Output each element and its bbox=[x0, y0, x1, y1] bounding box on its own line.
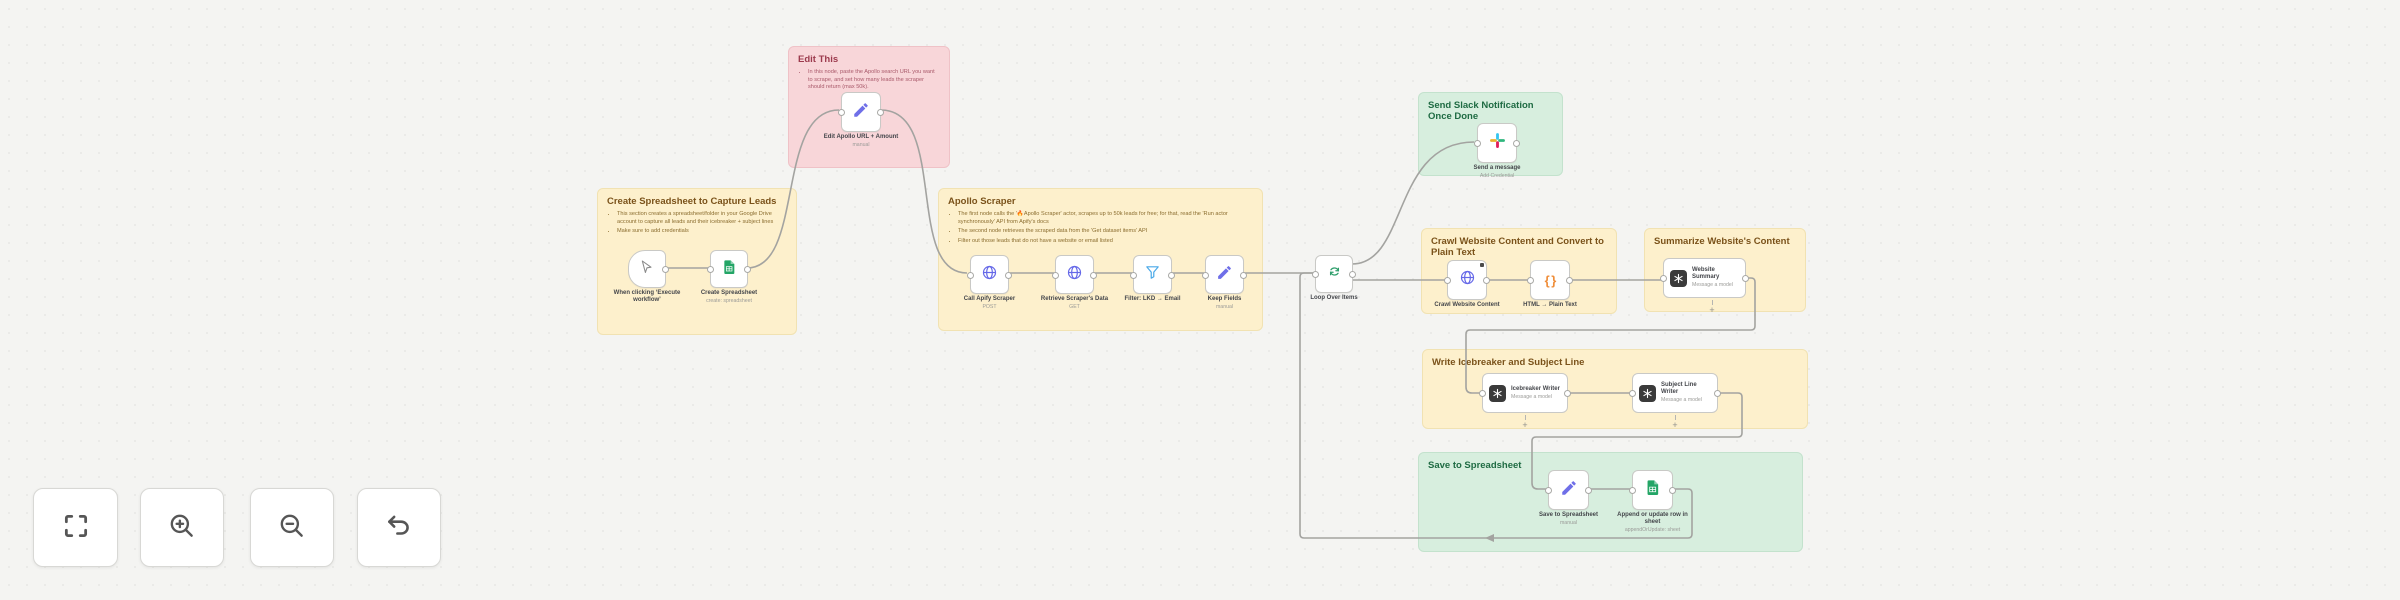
sheets-icon bbox=[721, 259, 737, 280]
sheets-icon bbox=[1644, 479, 1661, 501]
fit-view-icon bbox=[61, 511, 91, 544]
add-subnode-button[interactable]: + bbox=[1520, 415, 1530, 430]
fit-view-button[interactable] bbox=[33, 488, 118, 567]
openai-icon bbox=[1639, 384, 1656, 402]
add-subnode-button[interactable]: + bbox=[1670, 415, 1680, 430]
node-crawl-website[interactable]: Crawl Website Content bbox=[1434, 260, 1500, 308]
slack-icon bbox=[1489, 132, 1506, 154]
node-label: HTML → Plain Text bbox=[1523, 302, 1577, 308]
add-subnode-button[interactable]: + bbox=[1707, 300, 1717, 315]
node-loop-over-items[interactable]: Loop Over Items bbox=[1310, 255, 1358, 301]
sticky-note-icebreaker[interactable]: Write Icebreaker and Subject Line bbox=[1422, 349, 1808, 429]
note-pin-icon bbox=[1480, 263, 1484, 267]
zoom-in-icon bbox=[167, 511, 197, 544]
node-label: When clicking ‘Execute workflow’ bbox=[613, 290, 681, 303]
note-title: Send Slack Notification Once Done bbox=[1428, 100, 1534, 122]
pencil-icon bbox=[1560, 479, 1578, 502]
node-filter[interactable]: Filter: LKD → Email bbox=[1124, 255, 1181, 302]
reset-zoom-button[interactable] bbox=[357, 488, 441, 567]
pencil-icon bbox=[1216, 264, 1233, 286]
loop-icon bbox=[1326, 263, 1343, 285]
node-html-to-text[interactable]: { } HTML → Plain Text bbox=[1523, 260, 1577, 308]
globe-icon bbox=[1066, 264, 1083, 286]
note-body: The first node calls the '🔥Apollo Scrape… bbox=[948, 211, 1253, 245]
note-title: Save to Spreadsheet bbox=[1428, 460, 1522, 471]
undo-icon bbox=[384, 511, 414, 544]
sticky-note-create-spreadsheet[interactable]: Create Spreadsheet to Capture Leads This… bbox=[597, 188, 797, 335]
openai-icon bbox=[1489, 384, 1506, 402]
note-title: Edit This bbox=[798, 54, 839, 65]
zoom-in-button[interactable] bbox=[140, 488, 224, 567]
zoom-out-icon bbox=[277, 511, 307, 544]
note-body: This section creates a spreadsheet/folde… bbox=[607, 211, 787, 236]
note-title: Summarize Website's Content bbox=[1654, 236, 1790, 247]
globe-icon bbox=[1459, 269, 1476, 291]
node-manual-trigger[interactable]: When clicking ‘Execute workflow’ bbox=[614, 250, 680, 303]
sticky-note-save[interactable]: Save to Spreadsheet bbox=[1418, 452, 1803, 552]
globe-icon bbox=[981, 264, 998, 286]
zoom-out-button[interactable] bbox=[250, 488, 334, 567]
note-title: Apollo Scraper bbox=[948, 196, 1016, 207]
funnel-icon bbox=[1144, 264, 1161, 286]
note-title: Create Spreadsheet to Capture Leads bbox=[607, 196, 777, 207]
cursor-icon bbox=[639, 259, 655, 280]
note-body: In this node, paste the Apollo search UR… bbox=[798, 69, 940, 92]
braces-icon: { } bbox=[1544, 272, 1557, 288]
openai-icon bbox=[1670, 269, 1687, 287]
note-title: Crawl Website Content and Convert to Pla… bbox=[1431, 236, 1604, 258]
pencil-icon bbox=[852, 101, 870, 124]
node-label: Loop Over Items bbox=[1310, 295, 1358, 301]
note-title: Write Icebreaker and Subject Line bbox=[1432, 357, 1585, 368]
node-label: Crawl Website Content bbox=[1434, 302, 1500, 308]
node-label: Filter: LKD → Email bbox=[1124, 296, 1181, 302]
